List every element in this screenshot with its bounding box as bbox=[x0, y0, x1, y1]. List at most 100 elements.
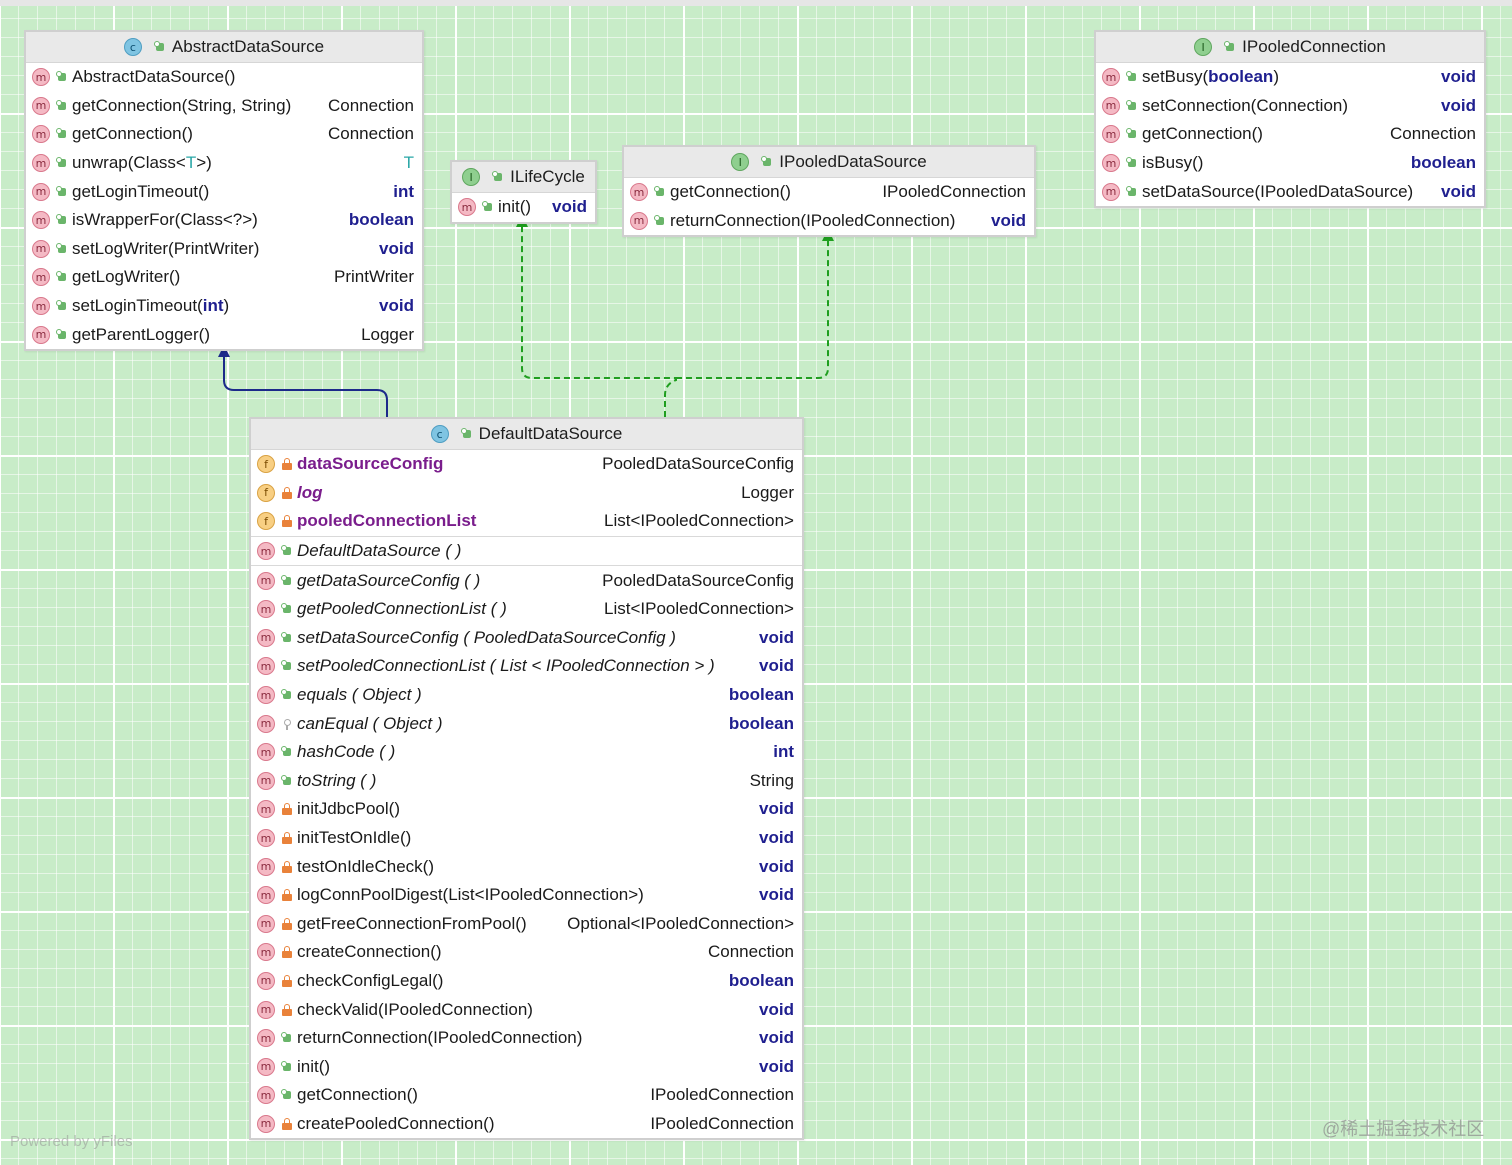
member-return-type: Connection bbox=[1389, 124, 1476, 144]
method-icon: m bbox=[257, 1114, 275, 1133]
public-visibility-icon bbox=[56, 185, 68, 198]
method-icon: m bbox=[257, 686, 275, 705]
member-return-type: boolean bbox=[728, 713, 794, 733]
method-icon: m bbox=[1102, 154, 1120, 173]
member-name-part: ) bbox=[1273, 67, 1279, 87]
public-visibility-icon bbox=[281, 660, 293, 672]
private-lock-icon bbox=[281, 515, 293, 528]
method-icon: m bbox=[257, 886, 275, 905]
member-return-type: T bbox=[403, 153, 414, 173]
method-icon: m bbox=[1102, 182, 1120, 201]
member-return-type: void bbox=[759, 627, 794, 647]
method-icon: m bbox=[630, 211, 648, 230]
public-visibility-icon bbox=[1126, 157, 1138, 169]
public-visibility-icon bbox=[1126, 185, 1138, 198]
member-return-type: void bbox=[552, 197, 587, 217]
private-lock-icon bbox=[281, 860, 293, 873]
member-return-type: IPooledConnection bbox=[650, 1113, 794, 1133]
public-visibility-icon bbox=[761, 156, 773, 168]
public-visibility-icon bbox=[56, 157, 68, 169]
method-icon: m bbox=[257, 1029, 275, 1048]
private-lock-icon bbox=[281, 974, 293, 987]
public-visibility-icon bbox=[281, 631, 293, 644]
public-visibility-icon bbox=[281, 545, 293, 557]
method-icon: m bbox=[257, 800, 275, 819]
method-icon: m bbox=[257, 943, 275, 962]
member-return-type: void bbox=[759, 799, 794, 819]
method-icon: m bbox=[257, 714, 275, 733]
member-name-part: setBusy( bbox=[1142, 67, 1209, 87]
member-name: getLoginTimeout() bbox=[72, 181, 210, 201]
member-return-type: PrintWriter bbox=[334, 267, 414, 287]
method-icon: m bbox=[32, 182, 50, 201]
class-title: AbstractDataSource bbox=[171, 37, 325, 56]
member-return-type: IPooledConnection bbox=[650, 1085, 794, 1105]
public-visibility-icon bbox=[281, 774, 293, 787]
method-icon: m bbox=[257, 542, 275, 561]
class-title: IPooledConnection bbox=[1242, 37, 1386, 56]
member-name: checkConfigLegal() bbox=[297, 970, 444, 990]
member-name-part: ) bbox=[223, 296, 230, 316]
member-name: setDataSource(IPooledDataSource) bbox=[1142, 181, 1414, 201]
public-visibility-icon bbox=[153, 41, 166, 53]
member-name-part: unwrap(Class< bbox=[72, 153, 186, 173]
class-title: DefaultDataSource bbox=[478, 424, 623, 443]
implements-ilifecycle-edge bbox=[516, 215, 677, 417]
member-name: getConnection(String, String) bbox=[72, 95, 292, 115]
method-icon: m bbox=[257, 600, 275, 619]
method-row[interactable]: m logConnPoolDigest(List<IPooledConnectio… bbox=[251, 881, 802, 910]
member-name: logConnPoolDigest(List<IPooledConnection… bbox=[297, 885, 644, 905]
